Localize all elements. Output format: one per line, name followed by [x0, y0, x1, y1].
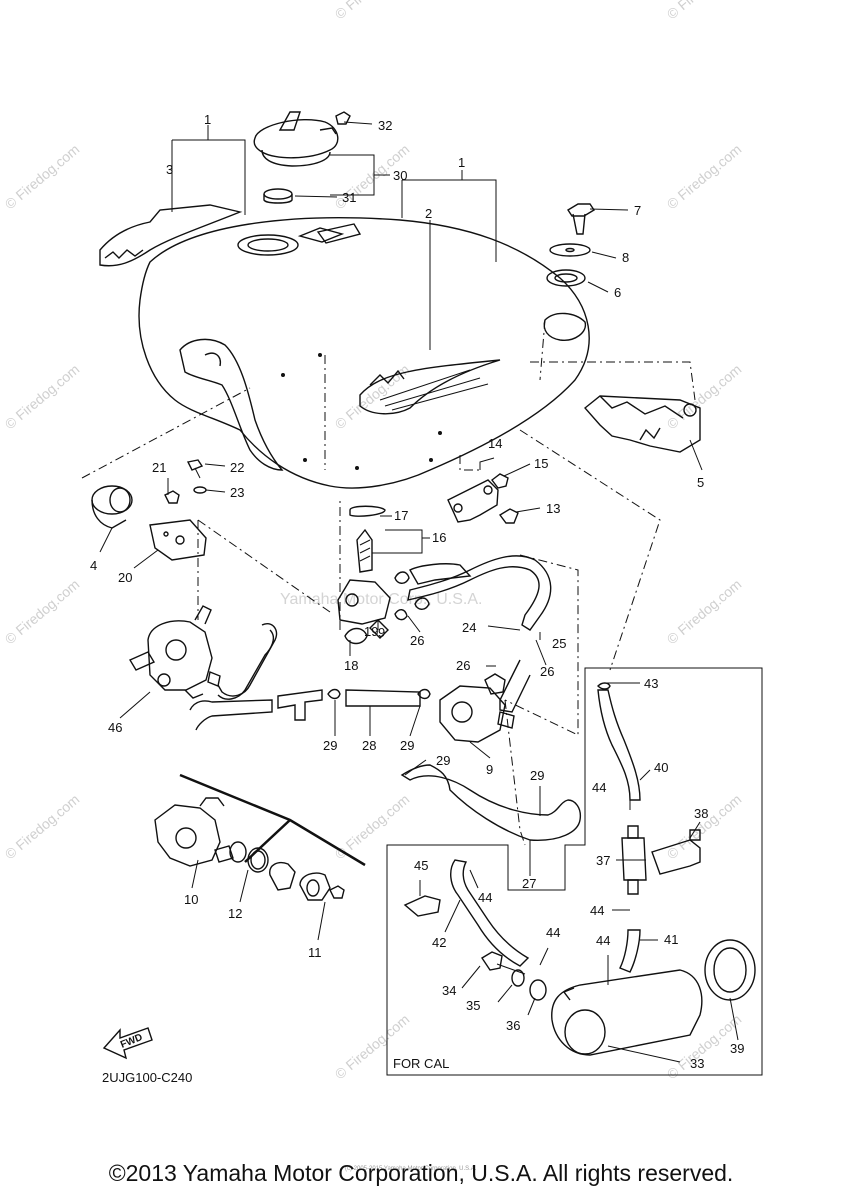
callout-1: 1 [204, 112, 211, 127]
callout-4: 4 [90, 558, 97, 573]
callout-30: 30 [393, 168, 407, 183]
pump-kit [154, 797, 345, 901]
callout-42: 42 [432, 935, 446, 950]
callout-29: 29 [323, 738, 337, 753]
callout-44: 44 [596, 933, 610, 948]
callout-3: 3 [166, 162, 173, 177]
watermark: © Firedog.com [332, 1011, 413, 1082]
callout-28: 28 [362, 738, 376, 753]
for-cal-label: FOR CAL [393, 1056, 449, 1071]
callout-7: 7 [634, 203, 641, 218]
watermark: © Firedog.com [664, 576, 745, 647]
callout-22: 22 [230, 460, 244, 475]
callout-9: 9 [378, 625, 385, 640]
grommet [91, 485, 133, 529]
callout-33: 33 [690, 1056, 704, 1071]
callout-31: 31 [342, 190, 356, 205]
side-bracket [447, 473, 519, 524]
watermark: © Firedog.com [664, 141, 745, 212]
fuel-tank [99, 204, 590, 489]
callout-24: 24 [462, 620, 476, 635]
callout-25: 25 [552, 636, 566, 651]
callout-44: 44 [592, 780, 606, 795]
watermark: © Firedog.com [332, 0, 413, 22]
callout-36: 36 [506, 1018, 520, 1033]
watermark: © Firedog.com [664, 361, 745, 432]
callout-27: 27 [522, 876, 536, 891]
callout-35: 35 [466, 998, 480, 1013]
callout-46: 46 [108, 720, 122, 735]
callout-44: 44 [590, 903, 604, 918]
connector-lines [81, 361, 696, 846]
vacuum-pump [439, 673, 515, 743]
callout-11: 11 [308, 945, 322, 960]
tank-bracket [583, 395, 701, 453]
callout-8: 8 [622, 250, 629, 265]
callout-44: 44 [478, 890, 492, 905]
fwd-arrow-icon: FWD [102, 1027, 153, 1060]
callout-29: 29 [400, 738, 414, 753]
callout-17: 17 [394, 508, 408, 523]
callout-6: 6 [614, 285, 621, 300]
callout-23: 23 [230, 485, 244, 500]
callout-15: 15 [534, 456, 548, 471]
callout-44: 44 [546, 925, 560, 940]
callout-26: 26 [456, 658, 470, 673]
for-cal-box [386, 667, 763, 1076]
callout-45: 45 [414, 858, 428, 873]
copyright-notice: ©2013 Yamaha Motor Corporation, U.S.A. A… [108, 1160, 734, 1186]
callout-29: 29 [436, 753, 450, 768]
fuel-pump [128, 605, 221, 699]
tiny-copyright: (c) 2005-2015 Yamaha Motor Corporation, … [345, 1166, 477, 1172]
watermark: © Firedog.com [664, 0, 745, 22]
callout-12: 12 [228, 906, 242, 921]
mount-bolt-washers [546, 203, 595, 287]
callout-9: 9 [486, 762, 493, 777]
fuel-petcock [337, 505, 552, 645]
watermark: © Firedog.com [2, 141, 83, 212]
watermark: © Firedog.com [332, 361, 413, 432]
callout-26: 26 [410, 633, 424, 648]
callout-41: 41 [664, 932, 678, 947]
diagram-code: 2UJG100-C240 [102, 1070, 192, 1085]
center-watermark: Yamaha Motor Corp., U.S.A. [280, 591, 482, 608]
watermark: © Firedog.com [664, 791, 745, 862]
callout-43: 43 [644, 676, 658, 691]
watermark: © Firedog.com [2, 361, 83, 432]
callout-26: 26 [540, 664, 554, 679]
callout-2: 2 [425, 206, 432, 221]
leader-lines [99, 121, 739, 1063]
callout-labels: 1 1 2 3 4 5 6 7 8 9 9 10 11 12 13 14 15 … [90, 112, 744, 1071]
callout-40: 40 [654, 760, 668, 775]
watermark: © Firedog.com [2, 791, 83, 862]
callout-38: 38 [694, 806, 708, 821]
callout-10: 10 [184, 892, 198, 907]
callout-14: 14 [488, 436, 502, 451]
callout-32: 32 [378, 118, 392, 133]
callout-16: 16 [432, 530, 446, 545]
callout-21: 21 [152, 460, 166, 475]
callout-34: 34 [442, 983, 456, 998]
callout-37: 37 [596, 853, 610, 868]
fuel-cap-assembly [253, 111, 351, 204]
callout-1: 1 [458, 155, 465, 170]
callout-19: 19 [364, 624, 378, 639]
callout-29: 29 [530, 768, 544, 783]
callout-18: 18 [344, 658, 358, 673]
callout-5: 5 [697, 475, 704, 490]
separator-lines [179, 773, 366, 867]
watermark: © Firedog.com [2, 576, 83, 647]
callout-13: 13 [546, 501, 560, 516]
callout-39: 39 [730, 1041, 744, 1056]
watermarks: © Firedog.com © Firedog.com © Firedog.co… [2, 0, 745, 1082]
callout-20: 20 [118, 570, 132, 585]
